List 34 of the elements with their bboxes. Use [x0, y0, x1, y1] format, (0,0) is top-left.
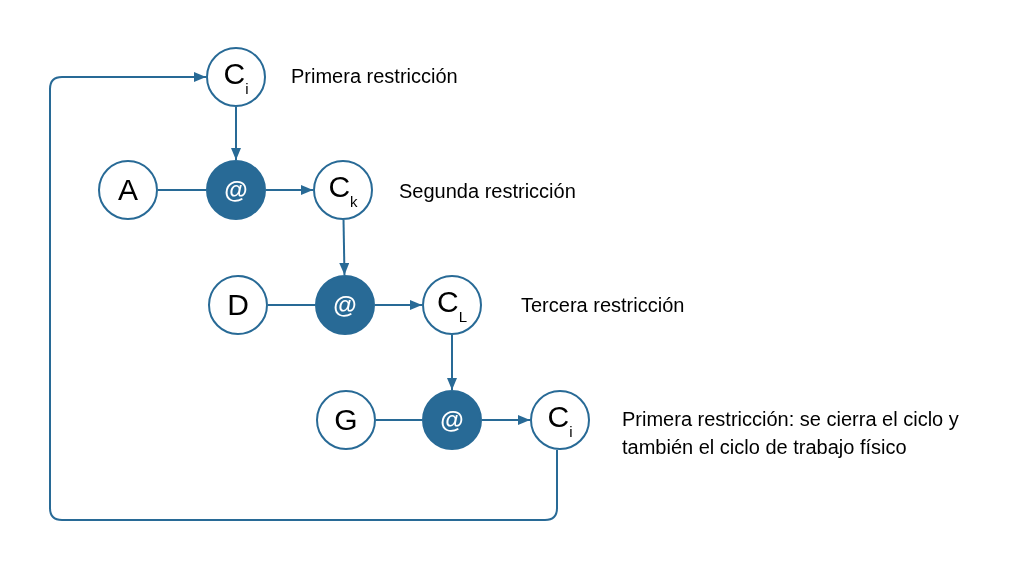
node-circle	[422, 275, 482, 335]
connector-line	[267, 304, 316, 306]
annotation-text: Primera restricción	[291, 64, 459, 89]
annotation-text: Primera restricción: se cierra el ciclo y también el ciclo de trabajo físico	[622, 407, 960, 460]
node-label: A	[118, 175, 138, 205]
node-label: C$_{i}$	[547, 401, 573, 439]
connector-line	[375, 419, 423, 421]
operator-circle	[206, 160, 266, 220]
node-circle	[206, 47, 266, 107]
arrow	[49, 72, 558, 521]
node-label: @	[440, 408, 464, 432]
arrow	[447, 334, 457, 391]
node-label: C$_{L}$	[437, 286, 467, 324]
node-circle	[313, 160, 373, 220]
node-circle	[208, 275, 268, 335]
operator-circle	[422, 390, 482, 450]
node-circle	[98, 160, 158, 220]
annotation-text: Tercera restricción	[521, 293, 686, 318]
operator-circle	[315, 275, 375, 335]
node-label: C$_{k}$	[328, 171, 358, 209]
arrow	[374, 300, 423, 310]
arrow	[339, 219, 350, 276]
node-label: G	[334, 405, 358, 435]
node-circle	[530, 390, 590, 450]
node-label: @	[333, 293, 357, 317]
arrow	[231, 106, 241, 161]
annotation-text: Segunda restricción	[399, 179, 577, 204]
node-label: C$_{i}$	[223, 58, 249, 96]
node-label: D	[227, 290, 249, 320]
arrow	[481, 415, 531, 425]
connector-line	[157, 189, 207, 191]
node-label: @	[224, 178, 248, 202]
node-circle	[316, 390, 376, 450]
arrow	[265, 185, 314, 195]
